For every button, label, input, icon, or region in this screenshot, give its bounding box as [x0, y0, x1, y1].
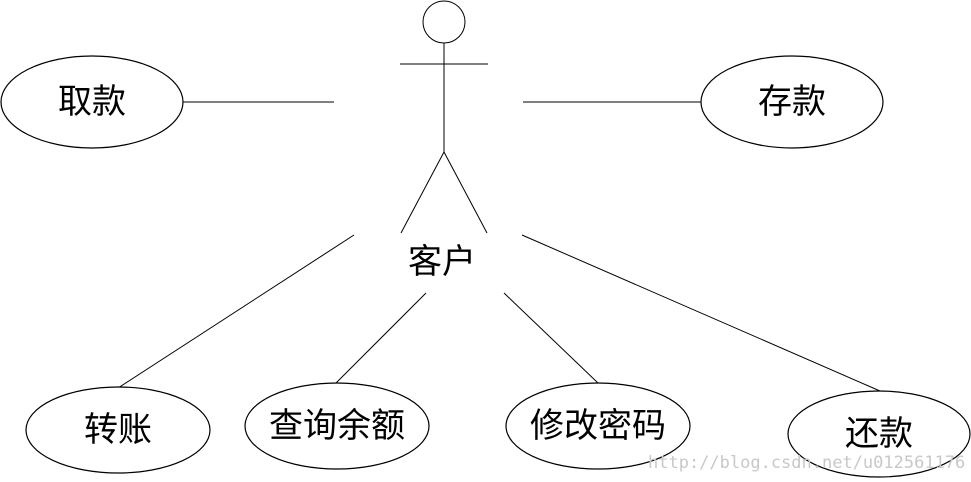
watermark-text: http://blog.csdn.net/u012561176: [648, 453, 965, 473]
association-password: [503, 292, 599, 384]
use-case-transfer: 转账: [25, 386, 211, 474]
actor-right-leg: [443, 151, 488, 234]
use-case-deposit: 存款: [700, 55, 884, 149]
association-transfer: [117, 234, 355, 389]
use-case-password: 修改密码: [505, 382, 691, 470]
actor-left-leg: [400, 151, 445, 234]
use-case-balance-label: 查询余额: [269, 406, 405, 446]
use-case-withdraw-label: 取款: [58, 82, 126, 122]
use-case-transfer-label: 转账: [84, 410, 152, 450]
use-case-deposit-label: 存款: [758, 82, 826, 122]
use-case-balance: 查询余额: [244, 382, 430, 470]
actor-label: 客户: [408, 242, 476, 282]
association-repay: [521, 234, 881, 392]
use-case-repay: 还款: [787, 390, 971, 478]
association-balance: [335, 292, 427, 384]
use-case-withdraw: 取款: [0, 55, 184, 149]
actor-figure: [400, 0, 488, 234]
use-case-password-label: 修改密码: [530, 406, 666, 446]
use-case-repay-label: 还款: [845, 414, 913, 454]
actor-head-icon: [422, 0, 466, 44]
